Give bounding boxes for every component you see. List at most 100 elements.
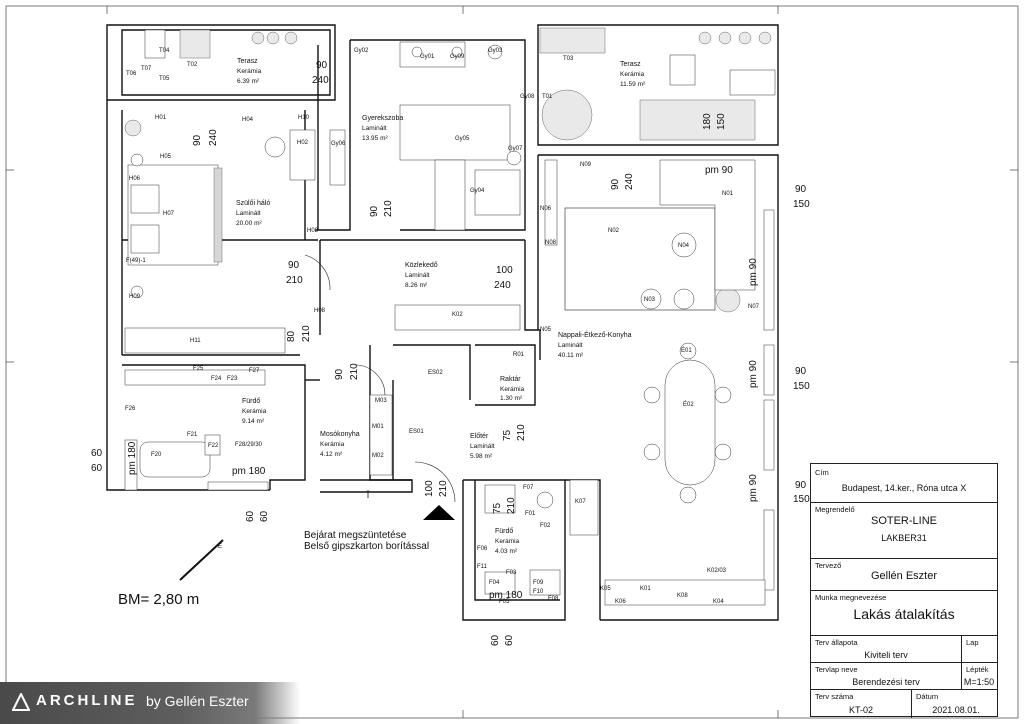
element-code: F07 <box>523 485 534 491</box>
svg-text:pm 180: pm 180 <box>127 441 138 475</box>
room-material: Kerámia <box>237 68 262 75</box>
demolition-note: Bejárat megszüntetése Belső gipszkarton … <box>304 530 429 552</box>
room-material: Kerámia <box>320 441 345 448</box>
svg-text:90: 90 <box>369 205 380 217</box>
svg-text:60: 60 <box>91 448 103 459</box>
element-code: H03 <box>307 228 319 234</box>
room-name: Szülői háló <box>236 200 270 207</box>
logo-byline: by Gellén Eszter <box>146 693 249 709</box>
room-material: Laminált <box>470 443 495 450</box>
room-area: 4.12 m² <box>320 451 343 458</box>
element-code: Gy03 <box>488 48 503 54</box>
element-code: É01 <box>681 347 692 354</box>
element-code: N04 <box>678 243 690 249</box>
room-name: Mosókonyha <box>320 431 360 438</box>
archline-logo: ARCHLINE by Gellén Eszter <box>0 682 300 724</box>
svg-text:75: 75 <box>502 429 513 441</box>
element-code: F23 <box>227 376 238 382</box>
wardrobe <box>124 327 286 354</box>
svg-text:60: 60 <box>91 463 103 474</box>
note-line: Belső gipszkarton borítással <box>304 541 430 552</box>
svg-text:90: 90 <box>192 134 203 146</box>
archline-logo-icon <box>12 693 30 711</box>
element-code: N09 <box>580 162 592 168</box>
svg-text:90: 90 <box>795 184 807 195</box>
element-code: T06 <box>126 71 137 77</box>
element-code: Gy01 <box>420 54 435 60</box>
room-name: Gyerekszoba <box>362 115 403 122</box>
svg-text:100: 100 <box>424 480 435 497</box>
element-code: F25 <box>193 366 204 372</box>
sheet-name-caption: Tervlap neve <box>815 665 858 674</box>
element-code: T02 <box>187 62 198 68</box>
date-value: 2021.08.01. <box>932 705 980 715</box>
svg-text:pm 180: pm 180 <box>232 466 266 477</box>
corridor-cabinet <box>394 304 521 331</box>
door-swing <box>304 254 331 291</box>
element-code: N08 <box>545 240 557 246</box>
room-name: Terasz <box>237 58 258 65</box>
drawing-no-value: KT-02 <box>848 705 873 715</box>
element-code: K07 <box>575 499 586 505</box>
element-code: R01 <box>513 352 525 358</box>
element-code: M02 <box>372 453 384 459</box>
element-code: N06 <box>540 206 552 212</box>
svg-text:90: 90 <box>334 368 345 380</box>
bed <box>127 164 223 266</box>
address-caption: Cím <box>815 468 829 477</box>
element-code: Gy02 <box>354 48 369 54</box>
svg-text:60: 60 <box>490 634 501 646</box>
element-code: F06 <box>477 546 488 552</box>
door-swing <box>414 461 456 503</box>
windows <box>124 209 775 591</box>
svg-text:210: 210 <box>301 325 312 342</box>
room-area: 20.00 m² <box>236 220 262 227</box>
room-area: 9.14 m² <box>242 418 265 425</box>
element-code: F28/29/30 <box>235 442 263 448</box>
room-name: Raktár <box>500 376 521 383</box>
element-code: H04 <box>242 117 254 123</box>
element-code: H06 <box>129 176 141 182</box>
svg-text:240: 240 <box>624 173 635 190</box>
element-code: K08 <box>677 593 688 599</box>
element-code: F05 <box>499 599 510 605</box>
room-material: Laminált <box>236 210 261 217</box>
element-code: H11 <box>190 338 201 344</box>
element-code: F01 <box>525 511 536 517</box>
element-code: H01 <box>155 115 167 121</box>
plant-icon <box>124 31 772 313</box>
sheet-name-value: Berendezési terv <box>852 677 920 687</box>
svg-text:150: 150 <box>716 113 727 130</box>
svg-text:75: 75 <box>492 502 503 514</box>
room-name: Nappali-Étkező-Konyha <box>558 330 632 339</box>
svg-text:60: 60 <box>504 634 515 646</box>
client-code: LAKBER31 <box>881 533 927 543</box>
scale-value: M=1:50 <box>963 677 995 687</box>
lamp-icon <box>130 285 144 299</box>
room-name: Fürdő <box>495 528 513 535</box>
dimensions: 90 240 90 240 90 210 90 210 100 240 80 2… <box>91 60 810 646</box>
room-name: Előtér <box>470 433 489 440</box>
kids-furniture <box>329 41 522 231</box>
svg-text:90: 90 <box>288 260 300 271</box>
svg-text:210: 210 <box>383 200 394 217</box>
element-code: K02/03 <box>707 568 727 574</box>
svg-text:pm 90: pm 90 <box>748 474 759 502</box>
element-code: F03 <box>506 570 517 576</box>
room-material: Laminált <box>558 342 583 349</box>
room-name: Közlekedő <box>405 262 438 269</box>
element-code: Gy06 <box>331 141 346 147</box>
svg-text:pm 90: pm 90 <box>748 360 759 388</box>
element-code: K01 <box>640 586 651 592</box>
svg-text:pm 90: pm 90 <box>748 258 759 286</box>
svg-text:240: 240 <box>494 280 511 291</box>
element-code: F20 <box>151 452 162 458</box>
drawing-no-caption: Terv száma <box>815 692 854 701</box>
svg-text:90: 90 <box>610 178 621 190</box>
element-code: N02 <box>608 228 620 234</box>
element-code: T07 <box>141 66 152 72</box>
element-code: K02 <box>452 312 463 318</box>
designer-caption: Tervező <box>815 561 842 570</box>
room-area: 5.98 m² <box>470 453 493 460</box>
